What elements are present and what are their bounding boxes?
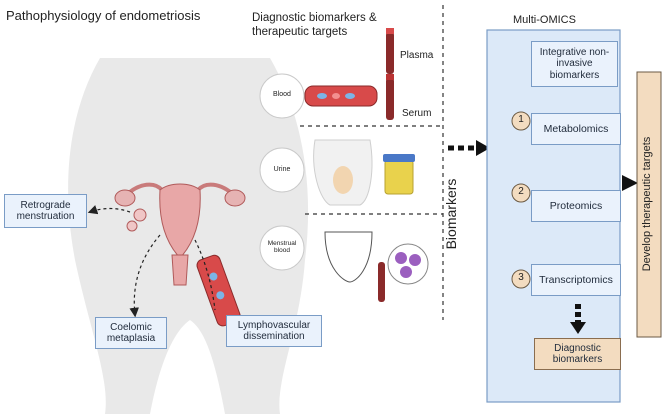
left-title: Pathophysiology of endometriosis xyxy=(6,8,201,23)
step-3-number: 3 xyxy=(518,272,524,283)
proteomics-box: Proteomics xyxy=(531,190,621,222)
targets-bar xyxy=(636,71,662,338)
retrograde-label: Retrograde menstruation xyxy=(4,194,87,228)
menstrual-label: Menstrual blood xyxy=(267,240,297,255)
step-1-number: 1 xyxy=(518,114,524,125)
targets-vertical-label: Develop therapeutic targets xyxy=(641,136,653,272)
arrow-coelomic xyxy=(129,234,161,318)
menstrual-row-illustration xyxy=(259,225,429,302)
urine-row-illustration xyxy=(259,139,415,206)
arrow-to-targets xyxy=(622,175,638,191)
coelomic-label: Coelomic metaplasia xyxy=(95,317,167,349)
arrow-retrograde xyxy=(87,205,131,215)
step-2-number: 2 xyxy=(518,186,524,197)
middle-title: Diagnostic biomarkers & therapeutic targ… xyxy=(252,12,377,38)
transcriptomics-box: Transcriptomics xyxy=(531,264,621,296)
omics-title: Multi-OMICS xyxy=(513,14,576,26)
biomarkers-vertical-label: Biomarkers xyxy=(443,178,459,250)
blood-row-illustration xyxy=(259,28,394,120)
tube-serum-label: Serum xyxy=(402,108,432,119)
blood-label: Blood xyxy=(273,91,291,98)
lymph-label: Lymphovascular dissemination xyxy=(226,315,322,347)
tube-plasma-label: Plasma xyxy=(400,50,434,61)
step-circles xyxy=(511,111,531,289)
diagnostic-box: Diagnostic biomarkers xyxy=(534,338,621,370)
uterus-illustration xyxy=(114,182,246,286)
metabolomics-box: Metabolomics xyxy=(531,113,621,145)
arrow-lymph xyxy=(194,239,216,311)
integrative-box: Integrative non-invasive biomarkers xyxy=(531,41,618,87)
urine-label: Urine xyxy=(273,166,291,173)
